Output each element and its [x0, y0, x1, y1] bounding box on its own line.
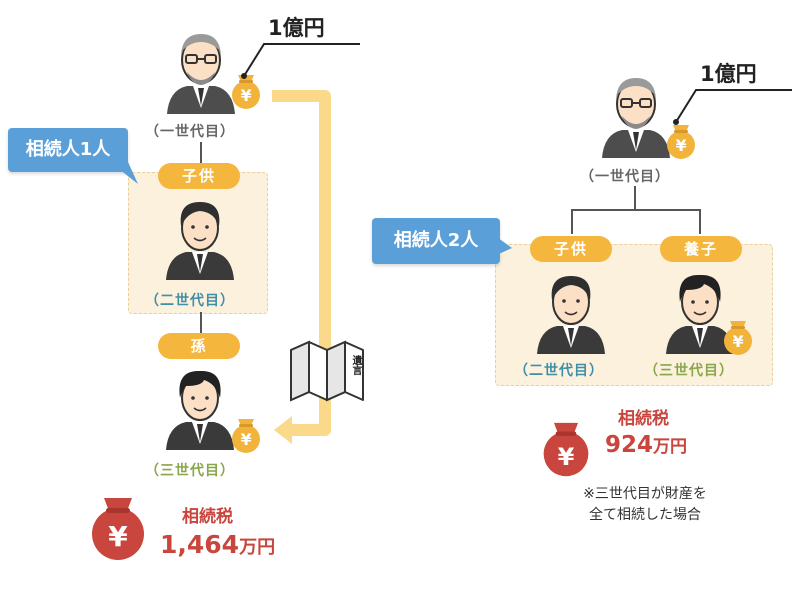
inheritance-amount: 1億円 [268, 16, 325, 40]
callout-tail [490, 232, 512, 258]
inheritance-amount: 1億円 [700, 62, 757, 86]
money-bag-icon: ¥ [232, 75, 260, 109]
generation-label-1: （一世代目） [145, 124, 235, 140]
generation-label-2: （二世代目） [145, 293, 235, 309]
heir-count-callout: 相続人2人 [372, 218, 500, 264]
yen-symbol: ¥ [108, 520, 128, 553]
generation-label-3: （三世代目） [644, 363, 734, 379]
tax-number: 924 [605, 432, 654, 458]
note-line-2: 全て相続した場合 [589, 507, 701, 523]
yen-symbol: ¥ [240, 430, 251, 449]
tax-money-bag-icon: ¥ [92, 498, 144, 560]
grandson-icon [666, 274, 734, 354]
grandfather-icon [602, 78, 670, 158]
generation-label-1: （一世代目） [580, 169, 670, 185]
amount-pointer-line [673, 89, 792, 125]
money-bag-icon: ¥ [667, 125, 695, 159]
heir-panel [495, 244, 773, 386]
yen-symbol: ¥ [558, 443, 575, 471]
family-tree-connector [571, 186, 701, 234]
money-bag-icon: ¥ [724, 321, 752, 355]
amount-pointer-line [241, 43, 360, 79]
yen-symbol: ¥ [732, 332, 743, 351]
child-pill: 子供 [530, 236, 612, 262]
will-label: 遺言 [350, 355, 361, 375]
grandchild-pill: 孫 [158, 333, 240, 359]
generation-label-3: （三世代目） [145, 463, 235, 479]
money-bag-icon: ¥ [232, 419, 260, 453]
tax-unit: 万円 [239, 537, 276, 558]
connector-line [200, 142, 202, 164]
grandson-icon [166, 370, 234, 450]
yen-symbol: ¥ [675, 136, 686, 155]
connector-line-2 [200, 312, 202, 334]
yen-symbol: ¥ [240, 86, 251, 105]
will-document-icon [290, 340, 364, 402]
tax-value: 1,464万円 [160, 530, 275, 559]
tax-label: 相続税 [618, 409, 669, 429]
note-line-1: ※三世代目が財産を [583, 486, 707, 502]
generation-label-2: （二世代目） [514, 363, 604, 379]
tax-label: 相続税 [182, 507, 233, 527]
son-icon [166, 202, 234, 280]
heir-count-callout: 相続人1人 [8, 128, 128, 172]
grandfather-icon [167, 34, 235, 114]
tax-money-bag-icon: ¥ [543, 422, 589, 477]
child-pill: 子供 [158, 163, 240, 189]
tax-unit: 万円 [653, 437, 688, 457]
callout-tail [110, 162, 138, 184]
tax-value: 924万円 [605, 432, 687, 458]
tax-number: 1,464 [160, 530, 240, 559]
condition-note: ※三世代目が財産を 全て相続した場合 [560, 484, 730, 526]
adopted-child-pill: 養子 [660, 236, 742, 262]
son-icon [537, 276, 605, 354]
